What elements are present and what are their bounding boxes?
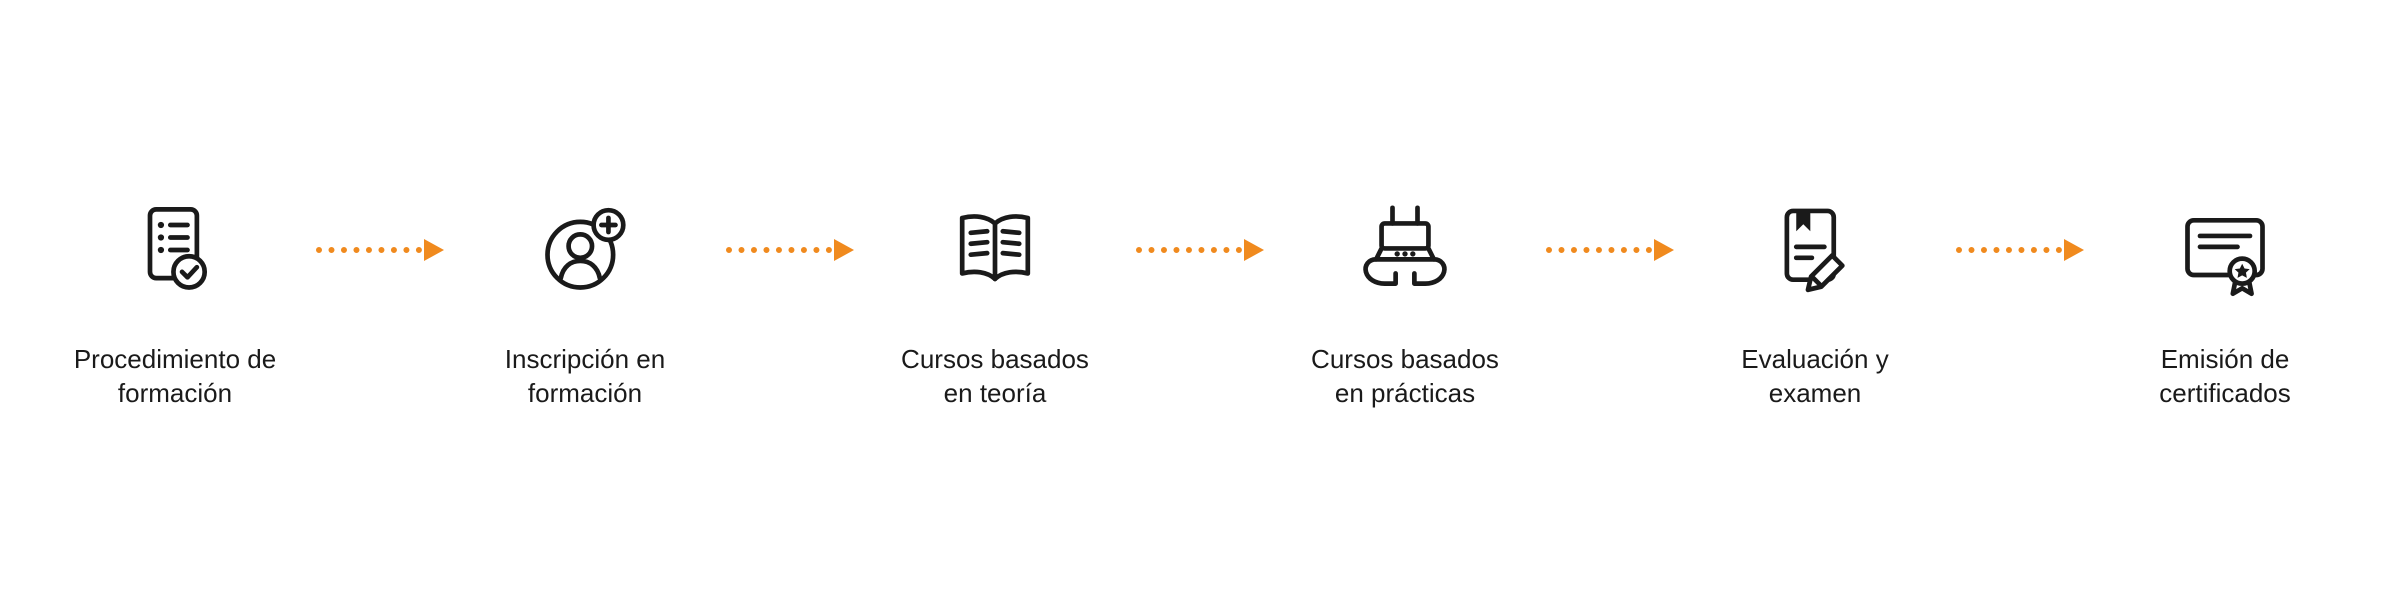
- arrow-dotted-line: [316, 247, 422, 253]
- step-label-line1: Procedimiento de: [73, 344, 277, 374]
- procedure-checklist-check-icon: [125, 200, 225, 300]
- arrow-head-icon: [1244, 239, 1264, 261]
- step-label-line1: Emisión de: [2160, 344, 2290, 374]
- step-label-line2: examen: [1768, 378, 1862, 409]
- arrow-head-icon: [424, 239, 444, 261]
- step-label-line2: formación: [527, 378, 643, 409]
- flow-arrow: [1940, 200, 2100, 300]
- step-label-line2: formación: [117, 378, 233, 409]
- step-label-line2: en prácticas: [1334, 378, 1476, 409]
- arrow-head-icon: [834, 239, 854, 261]
- step-label: Cursos basados en prácticas: [1311, 342, 1499, 411]
- flow-arrow: [1120, 200, 1280, 300]
- enrollment-add-user-icon: [535, 200, 635, 300]
- step-inscripcion-en-formacion: Inscripción en formación: [460, 200, 710, 411]
- flow-arrow: [1530, 200, 1690, 300]
- arrow-head-icon: [1654, 239, 1674, 261]
- evaluation-exam-pencil-icon: [1765, 200, 1865, 300]
- arrow-dotted-line: [1546, 247, 1652, 253]
- flow-arrow: [300, 200, 460, 300]
- step-emision-de-certificados: Emisión de certificados: [2100, 200, 2350, 411]
- step-label-line2: certificados: [2159, 378, 2291, 409]
- step-label-line1: Cursos basados: [1311, 344, 1499, 374]
- arrow-dotted-line: [726, 247, 832, 253]
- process-flow-diagram: Procedimiento de formación Inscripción e…: [50, 200, 2350, 411]
- step-label-line1: Cursos basados: [901, 344, 1089, 374]
- step-label-line2: en teoría: [943, 378, 1047, 409]
- step-label-line1: Inscripción en: [504, 344, 666, 374]
- step-cursos-basados-en-teoria: Cursos basados en teoría: [870, 200, 1120, 411]
- step-evaluacion-y-examen: Evaluación y examen: [1690, 200, 1940, 411]
- practice-hands-device-icon: [1355, 200, 1455, 300]
- arrow-dotted-line: [1136, 247, 1242, 253]
- step-cursos-basados-en-practicas: Cursos basados en prácticas: [1280, 200, 1530, 411]
- arrow-head-icon: [2064, 239, 2084, 261]
- step-label-line1: Evaluación y: [1741, 344, 1889, 374]
- arrow-dotted-line: [1956, 247, 2062, 253]
- certificate-ribbon-icon: [2175, 200, 2275, 300]
- step-label: Emisión de certificados: [2159, 342, 2291, 411]
- flow-arrow: [710, 200, 870, 300]
- step-procedimiento-de-formacion: Procedimiento de formación: [50, 200, 300, 411]
- step-label: Inscripción en formación: [505, 342, 665, 411]
- step-label: Evaluación y examen: [1741, 342, 1888, 411]
- theory-open-book-icon: [945, 200, 1045, 300]
- step-label: Cursos basados en teoría: [901, 342, 1089, 411]
- step-label: Procedimiento de formación: [74, 342, 276, 411]
